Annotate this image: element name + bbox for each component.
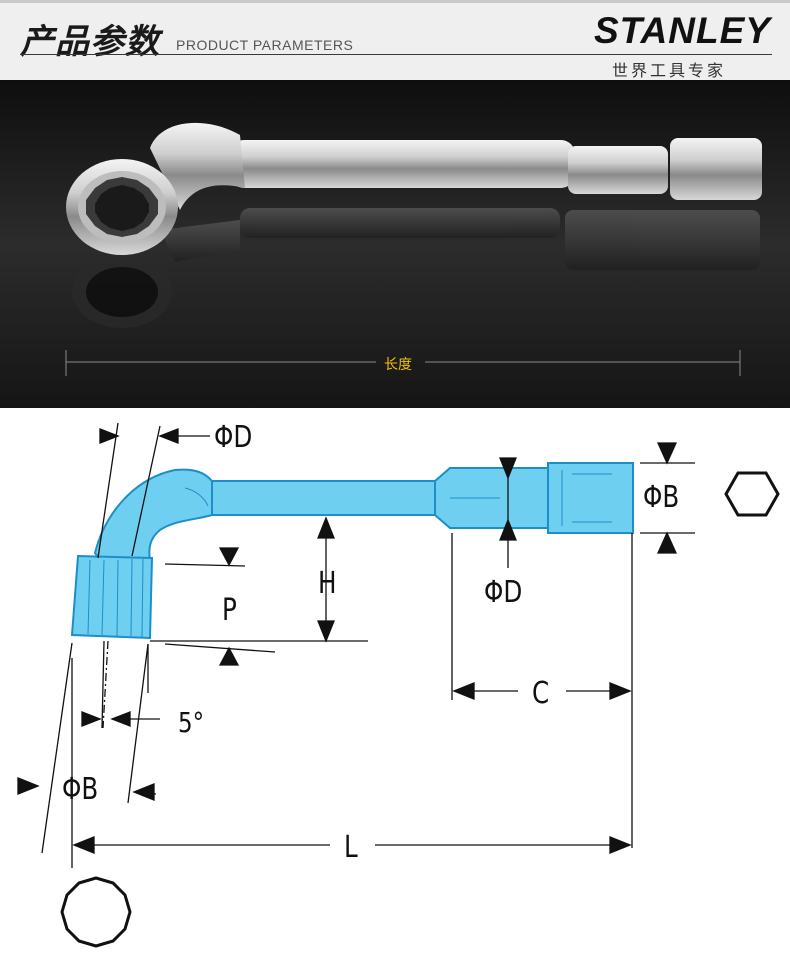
- phi-b-right-label: ΦB: [643, 480, 680, 515]
- brand-slogan: 世界工具专家: [612, 61, 727, 80]
- wrench-outline: [70, 462, 634, 640]
- technical-drawing: ΦD ΦB ΦD H P C 5° ΦB L: [0, 408, 790, 958]
- p-dimension-label: P: [222, 593, 237, 628]
- dodecagon-icon: [60, 876, 132, 948]
- product-photo: 长度: [0, 80, 790, 408]
- angle-label: 5°: [178, 706, 205, 739]
- hexagon-icon: [724, 471, 780, 517]
- h-dimension-label: H: [318, 566, 337, 601]
- phi-d-top-label: ΦD: [214, 420, 253, 455]
- header-divider: [20, 54, 772, 55]
- wrench-reflection: [72, 208, 760, 328]
- phi-b-left-label: ΦB: [62, 772, 99, 807]
- section-title-en: PRODUCT PARAMETERS: [176, 37, 354, 53]
- length-label: 长度: [384, 357, 412, 373]
- header-banner: 产品参数 PRODUCT PARAMETERS STANLEY 世界工具专家: [0, 0, 790, 80]
- phi-d-middle-label: ΦD: [484, 575, 523, 610]
- brand-logo: STANLEY: [594, 10, 771, 51]
- wrench-inner-lines: [87, 470, 612, 638]
- section-title-cn: 产品参数: [20, 22, 160, 62]
- c-dimension-label: C: [532, 676, 550, 711]
- dimension-lines: [17, 422, 695, 868]
- wrench-dimension-drawing: [17, 422, 780, 948]
- header-top-line: [0, 0, 790, 3]
- l-dimension-label: L: [344, 830, 358, 865]
- wrench-photo-illustration: [0, 80, 790, 408]
